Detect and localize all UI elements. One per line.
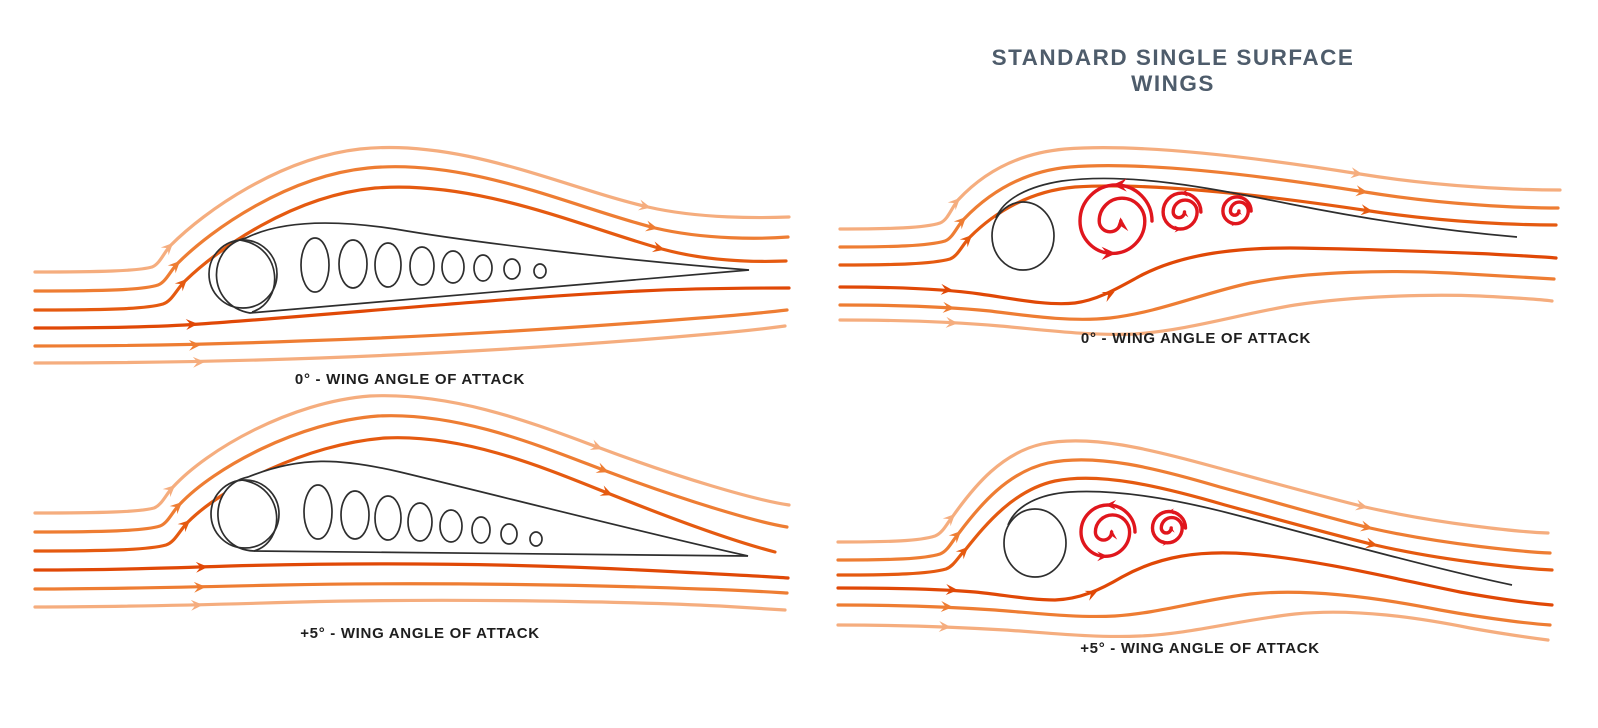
diagram-double-surface-0deg [33, 145, 791, 368]
rib-ellipse [533, 263, 547, 279]
leading-edge-tube [991, 201, 1055, 271]
flow-arrow-icon [589, 439, 605, 455]
rib-ellipse [529, 531, 543, 547]
vortex-icon [1151, 507, 1187, 547]
caption-double-surface-5deg: +5° - WING ANGLE OF ATTACK [300, 625, 540, 642]
leading-edge-skin [239, 239, 276, 313]
rib-ellipse [374, 242, 402, 288]
page-title: STANDARD SINGLE SURFACE WINGS [991, 45, 1355, 96]
leading-edge-skin [241, 479, 278, 552]
rib-ellipse [503, 258, 521, 280]
streamline [836, 458, 1552, 562]
vortex-icon [1222, 193, 1252, 228]
streamline [33, 414, 789, 534]
streamline [838, 269, 1556, 321]
rib-ellipse [441, 250, 465, 284]
flow-arrow-icon [599, 485, 615, 501]
rib-ellipse [500, 523, 518, 545]
streamline [33, 165, 790, 293]
streamline [838, 146, 1562, 231]
streamline [33, 308, 789, 348]
streamline [836, 476, 1554, 577]
caption-double-surface-0deg: 0° - WING ANGLE OF ATTACK [294, 371, 526, 388]
streamline [33, 324, 787, 365]
streamline [838, 293, 1554, 336]
streamline [33, 582, 789, 595]
rib-ellipse [471, 516, 491, 544]
caption-single-surface-0deg: 0° - WING ANGLE OF ATTACK [1080, 330, 1312, 347]
streamline [838, 246, 1558, 306]
rib-ellipse [473, 254, 493, 282]
diagram-single-surface-5deg [836, 439, 1554, 642]
single-surface-line [1007, 490, 1513, 586]
streamline [838, 184, 1558, 267]
rib-ellipse [407, 502, 433, 542]
vortex-icon [1080, 178, 1152, 260]
diagram-single-surface-0deg [838, 146, 1562, 336]
wing-outline [217, 460, 749, 557]
streamline [838, 164, 1560, 249]
vortex-icon [1162, 188, 1202, 234]
streamline [33, 598, 787, 612]
streamline [33, 286, 791, 330]
rib-ellipse [409, 246, 435, 286]
rib-ellipse [374, 495, 402, 541]
wing-outline [215, 222, 750, 314]
flow-arrow-icon [595, 462, 611, 478]
caption-single-surface-5deg: +5° - WING ANGLE OF ATTACK [1080, 640, 1320, 657]
single-surface-line [995, 177, 1518, 238]
streamline [33, 562, 790, 580]
streamline [836, 590, 1552, 627]
rib-ellipse [303, 484, 333, 540]
streamline [836, 610, 1550, 642]
streamline [33, 394, 791, 515]
rib-ellipse [338, 239, 368, 289]
leading-edge-tube [1003, 508, 1067, 578]
streamline [33, 185, 788, 312]
rib-ellipse [300, 237, 330, 293]
rib-ellipse [340, 490, 370, 540]
streamline [836, 551, 1554, 607]
streamline [33, 436, 777, 554]
rib-ellipse [439, 509, 463, 543]
streamline [836, 439, 1550, 544]
vortex-icon [1079, 498, 1137, 563]
streamline [33, 145, 791, 274]
diagram-double-surface-5deg [33, 394, 791, 612]
